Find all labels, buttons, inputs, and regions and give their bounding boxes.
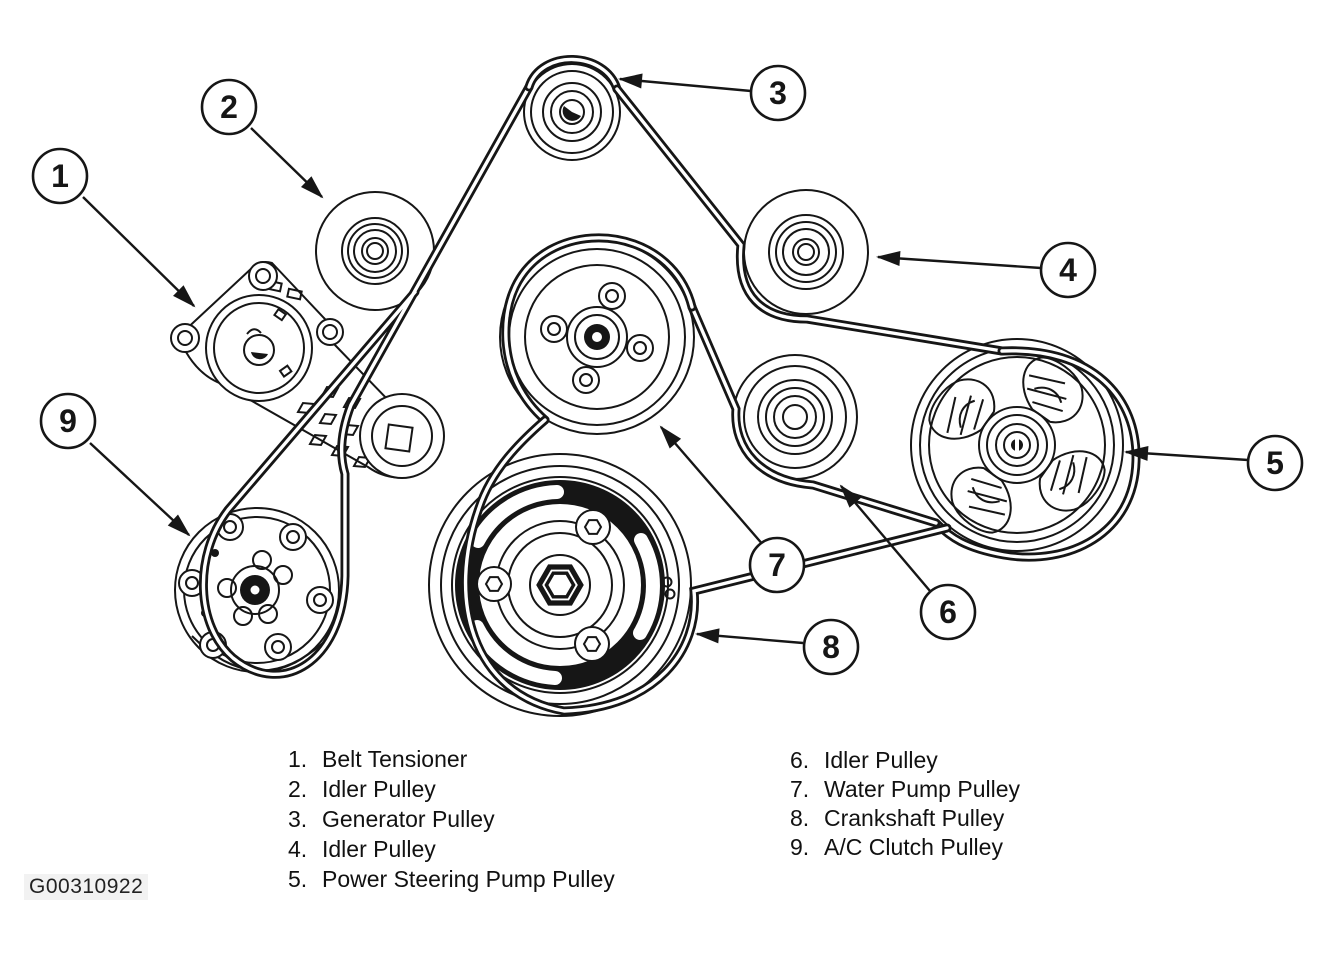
legend-column-right: 6. Idler Pulley 7. Water Pump Pulley 8. Cra… <box>790 746 1020 862</box>
pulley-idler-6 <box>732 354 858 480</box>
pulley-crankshaft <box>428 453 692 717</box>
legend-item-label: Belt Tensioner <box>322 746 468 772</box>
callout-4-arrow <box>876 250 1042 270</box>
pulley-idler-4 <box>743 189 869 315</box>
callout-1-arrow <box>82 196 196 308</box>
callout-3-arrow <box>618 73 752 93</box>
legend-item-label: Generator Pulley <box>322 806 495 832</box>
pulley-generator <box>523 63 621 161</box>
figure-code: G00310922 <box>24 874 149 900</box>
callout-6-number: 6 <box>939 594 957 630</box>
legend-item-label: Idler Pulley <box>322 776 436 802</box>
pulley-idler-2 <box>315 191 435 311</box>
callout-4: 4 <box>1039 241 1097 299</box>
callout-9-number: 9 <box>59 403 77 439</box>
legend-item-number: 2. <box>288 776 308 802</box>
legend-item: 9. A/C Clutch Pulley <box>790 833 1020 862</box>
legend-item: 2. Idler Pulley <box>288 774 615 804</box>
callout-8: 8 <box>802 618 860 676</box>
callout-3: 3 <box>749 64 807 122</box>
legend-item-label: Power Steering Pump Pulley <box>322 866 615 892</box>
legend-item-number: 6. <box>790 747 810 773</box>
legend-item-label: Idler Pulley <box>824 747 938 773</box>
legend-item-number: 7. <box>790 776 810 802</box>
callout-6-arrow <box>839 484 931 592</box>
water-pump-bolts <box>540 282 654 394</box>
legend-item-number: 1. <box>288 746 308 772</box>
callout-7: 7 <box>748 536 806 594</box>
legend-item-number: 3. <box>288 806 308 832</box>
callout-8-number: 8 <box>822 629 840 665</box>
legend-item-number: 9. <box>790 834 810 860</box>
callout-9: 9 <box>39 392 97 450</box>
legend-item: 6. Idler Pulley <box>790 746 1020 775</box>
callout-arrows <box>82 73 1249 645</box>
callout-1: 1 <box>31 147 89 205</box>
legend-item: 7. Water Pump Pulley <box>790 775 1020 804</box>
legend-item: 8. Crankshaft Pulley <box>790 804 1020 833</box>
belt-tensioner-assembly <box>170 261 445 479</box>
callout-2-number: 2 <box>220 89 238 125</box>
callout-5-number: 5 <box>1266 445 1284 481</box>
legend-item-number: 8. <box>790 805 810 831</box>
callout-4-number: 4 <box>1059 252 1077 288</box>
crankshaft-bolts <box>476 509 611 662</box>
legend-item: 5. Power Steering Pump Pulley <box>288 864 615 894</box>
pulley-water-pump <box>499 239 695 435</box>
callout-7-number: 7 <box>768 547 786 583</box>
legend-column-left: 1. Belt Tensioner 2. Idler Pulley 3. Genera… <box>288 744 615 894</box>
tensioner-housing <box>205 294 313 402</box>
tensioner-pivot-pulley <box>359 393 445 479</box>
callout-8-arrow <box>695 628 804 645</box>
legend-item-number: 5. <box>288 866 308 892</box>
legend-item: 4. Idler Pulley <box>288 834 615 864</box>
legend-item-number: 4. <box>288 836 308 862</box>
callout-6: 6 <box>919 583 977 641</box>
legend-item: 1. Belt Tensioner <box>288 744 615 774</box>
legend-item-label: Idler Pulley <box>322 836 436 862</box>
tensioner-bolts <box>170 261 344 353</box>
callout-9-arrow <box>89 442 191 537</box>
callout-1-number: 1 <box>51 158 69 194</box>
legend-item-label: A/C Clutch Pulley <box>824 834 1003 860</box>
pulley-power-steering <box>910 338 1124 552</box>
legend-item: 3. Generator Pulley <box>288 804 615 834</box>
callout-2-arrow <box>250 127 324 199</box>
legend-item-label: Water Pump Pulley <box>824 776 1020 802</box>
callout-5-arrow <box>1124 445 1249 462</box>
callout-7-arrow <box>659 425 765 547</box>
callout-3-number: 3 <box>769 75 787 111</box>
callout-2: 2 <box>200 78 258 136</box>
callout-5: 5 <box>1246 434 1304 492</box>
legend-item-label: Crankshaft Pulley <box>824 805 1005 831</box>
